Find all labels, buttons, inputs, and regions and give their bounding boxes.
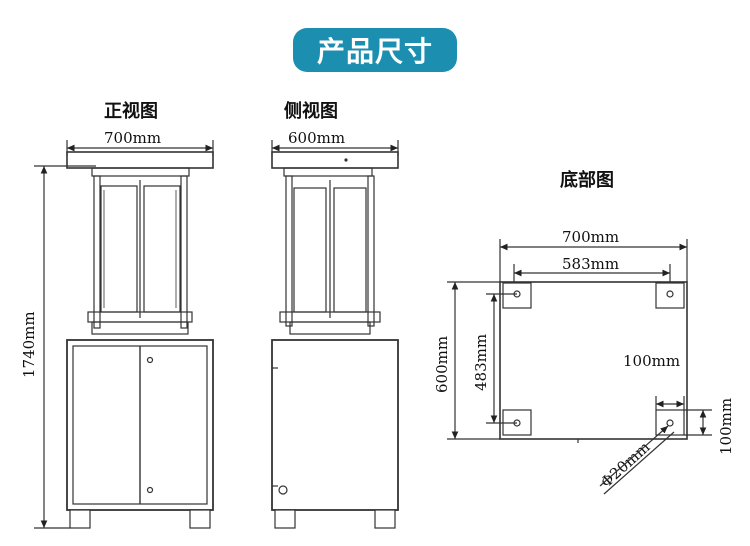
side-knob [278, 485, 288, 495]
front-glass-right [143, 185, 181, 313]
front-lock-bottom [146, 486, 154, 494]
side-leg-right [374, 509, 396, 529]
bottom-hole-spacing-x-label: 583mm [562, 255, 620, 273]
bottom-foot-width-label: 100mm [623, 352, 681, 370]
bottom-view-title: 底部图 [560, 170, 614, 191]
bottom-foot-top-right [655, 282, 685, 309]
bottom-view [447, 239, 712, 495]
side-view [271, 140, 399, 529]
side-leg-left [274, 509, 296, 529]
front-cabinet [66, 339, 214, 511]
side-roof [271, 151, 399, 169]
bottom-hole-bottom-right [666, 419, 674, 427]
front-view [34, 140, 214, 529]
side-view-title: 侧视图 [284, 101, 338, 122]
front-view-title: 正视图 [104, 101, 158, 122]
front-post-left [93, 175, 101, 329]
side-cabinet [271, 339, 399, 511]
bottom-base-plate [499, 281, 688, 440]
page-title: 产品尺寸 [293, 28, 457, 72]
bottom-foot-bottom-right [655, 409, 685, 436]
front-post-right [180, 175, 188, 329]
side-post-left [285, 175, 293, 327]
bottom-outer-width-label: 700mm [562, 228, 620, 246]
front-leg-left [69, 509, 91, 529]
front-leg-right [189, 509, 211, 529]
bottom-foot-top-left [502, 282, 532, 309]
bottom-hole-top-right [666, 290, 674, 298]
side-post-right [367, 175, 375, 327]
front-lock-top [146, 356, 154, 364]
front-glass-left [100, 185, 138, 313]
front-width-label: 700mm [104, 129, 162, 147]
bottom-hole-diameter-leader [599, 425, 669, 487]
side-width-label: 600mm [288, 129, 346, 147]
